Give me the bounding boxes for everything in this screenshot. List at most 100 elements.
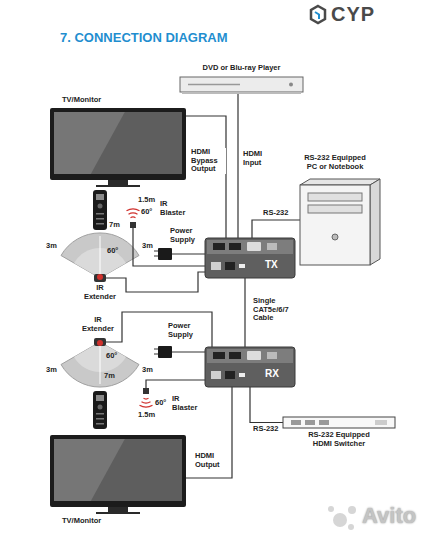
ir-axis xyxy=(100,236,101,278)
receiver-box: RX xyxy=(205,347,295,387)
monitor-bezel xyxy=(50,435,186,507)
ir-extender-cable xyxy=(106,312,212,347)
drive-bay xyxy=(308,193,362,201)
remote-button xyxy=(96,423,104,425)
switcher-body xyxy=(283,417,395,428)
monitor-base xyxy=(96,185,140,187)
annotation: IR Blaster xyxy=(172,395,204,412)
connector-label: HDMI Bypass Output xyxy=(190,148,226,174)
ir-wave xyxy=(144,398,149,400)
tv-monitor: TV/Monitor xyxy=(50,108,186,180)
monitor-screen xyxy=(54,112,182,174)
connector-label: HDMI Output xyxy=(194,452,230,469)
cable-connector xyxy=(237,92,238,238)
node-label: RX xyxy=(265,368,279,380)
rj45-port xyxy=(267,243,277,250)
remote-control xyxy=(93,391,107,429)
extender-body xyxy=(205,238,295,278)
annotation: IR Blaster xyxy=(160,200,192,217)
adapter-prong xyxy=(154,255,158,256)
ir-blaster-unit xyxy=(143,388,149,394)
remote-screen xyxy=(96,395,104,401)
ir-extender-unit xyxy=(94,274,106,282)
node-label: RS-232 Equipped HDMI Switcher xyxy=(305,431,373,448)
tv-monitor-outline xyxy=(50,435,186,507)
annotation: 60° xyxy=(107,247,118,256)
ir-extender-cable xyxy=(106,272,205,292)
switcher-port xyxy=(319,420,329,425)
tower-top xyxy=(300,179,380,185)
rs232-port xyxy=(247,242,261,251)
node-label: TV/Monitor xyxy=(62,517,162,526)
ir-port xyxy=(211,262,221,270)
ir-coverage xyxy=(61,342,139,387)
remote-button xyxy=(96,218,104,220)
ir-port xyxy=(225,371,235,379)
tv-monitor: TV/Monitor xyxy=(50,435,186,507)
power-port xyxy=(239,264,245,268)
pc-tower-outline xyxy=(300,185,370,265)
annotation: IR Extender xyxy=(80,284,120,301)
ir-wave xyxy=(129,213,138,214)
remote-control xyxy=(93,190,107,230)
transmitter-box: TX xyxy=(205,238,295,278)
hdmi-switcher-outline xyxy=(283,417,395,428)
monitor-base xyxy=(96,512,140,514)
switcher-port xyxy=(291,420,301,425)
remote-button xyxy=(96,418,104,420)
hdmi-port xyxy=(213,352,225,359)
node-label: TV/Monitor xyxy=(62,96,162,105)
power-button xyxy=(332,234,338,240)
connector-label: Single CAT5e/6/7 Cable xyxy=(252,297,300,323)
player-button xyxy=(289,83,293,87)
player-body xyxy=(180,77,303,92)
ir-blaster-unit xyxy=(130,222,136,228)
drive-bay xyxy=(308,205,362,213)
cable-connector xyxy=(186,116,226,238)
tower-front xyxy=(300,185,370,265)
annotation: Power Supply xyxy=(168,322,202,339)
switcher-port xyxy=(305,420,315,425)
annotation: 3m xyxy=(46,242,57,251)
cable-connector xyxy=(252,220,300,238)
port-panel xyxy=(207,349,293,363)
annotation: 1.5m xyxy=(138,411,155,420)
player-foot xyxy=(182,92,301,94)
annotation: Power Supply xyxy=(170,227,204,244)
annotation: 3m xyxy=(142,366,153,375)
ir-sensor xyxy=(97,340,103,346)
hdmi-port xyxy=(229,243,241,250)
node-label: TX xyxy=(265,259,278,271)
watermark: Avito xyxy=(362,503,416,528)
ir-wave xyxy=(127,209,140,211)
cable-connector xyxy=(250,387,283,423)
annotation: IR Extender xyxy=(78,316,118,333)
cable-connector xyxy=(244,278,245,347)
ir-wave xyxy=(142,402,151,403)
annotation: 60° xyxy=(141,208,152,217)
port-panel xyxy=(207,240,293,254)
connector-label: RS-232 xyxy=(262,209,289,218)
ir-port xyxy=(225,262,235,270)
logo-icon xyxy=(315,12,319,19)
hdmi-switcher: RS-232 Equipped HDMI Switcher xyxy=(283,417,395,428)
node-label: DVD or Blu-ray Player xyxy=(166,64,317,73)
extender-body xyxy=(205,347,295,387)
ir-blaster-cable xyxy=(133,228,205,266)
pc-tower: RS-232 Equipped PC or Notebook xyxy=(300,185,370,265)
adapter-prong xyxy=(154,353,158,354)
screen-glare xyxy=(54,439,125,501)
ir-port xyxy=(211,371,221,379)
ir-sensor xyxy=(97,274,103,280)
transmitter-box-outline xyxy=(205,238,295,278)
monitor-stand xyxy=(108,507,128,512)
cable-connector xyxy=(186,387,232,478)
hdmi-port xyxy=(229,352,241,359)
connector-label: HDMI Input xyxy=(242,150,274,167)
annotation: 3m xyxy=(142,242,153,251)
power-cable xyxy=(172,351,205,352)
dvd-player: DVD or Blu-ray Player xyxy=(180,77,303,92)
ir-axis xyxy=(100,342,101,384)
tv-monitor-outline xyxy=(50,108,186,180)
